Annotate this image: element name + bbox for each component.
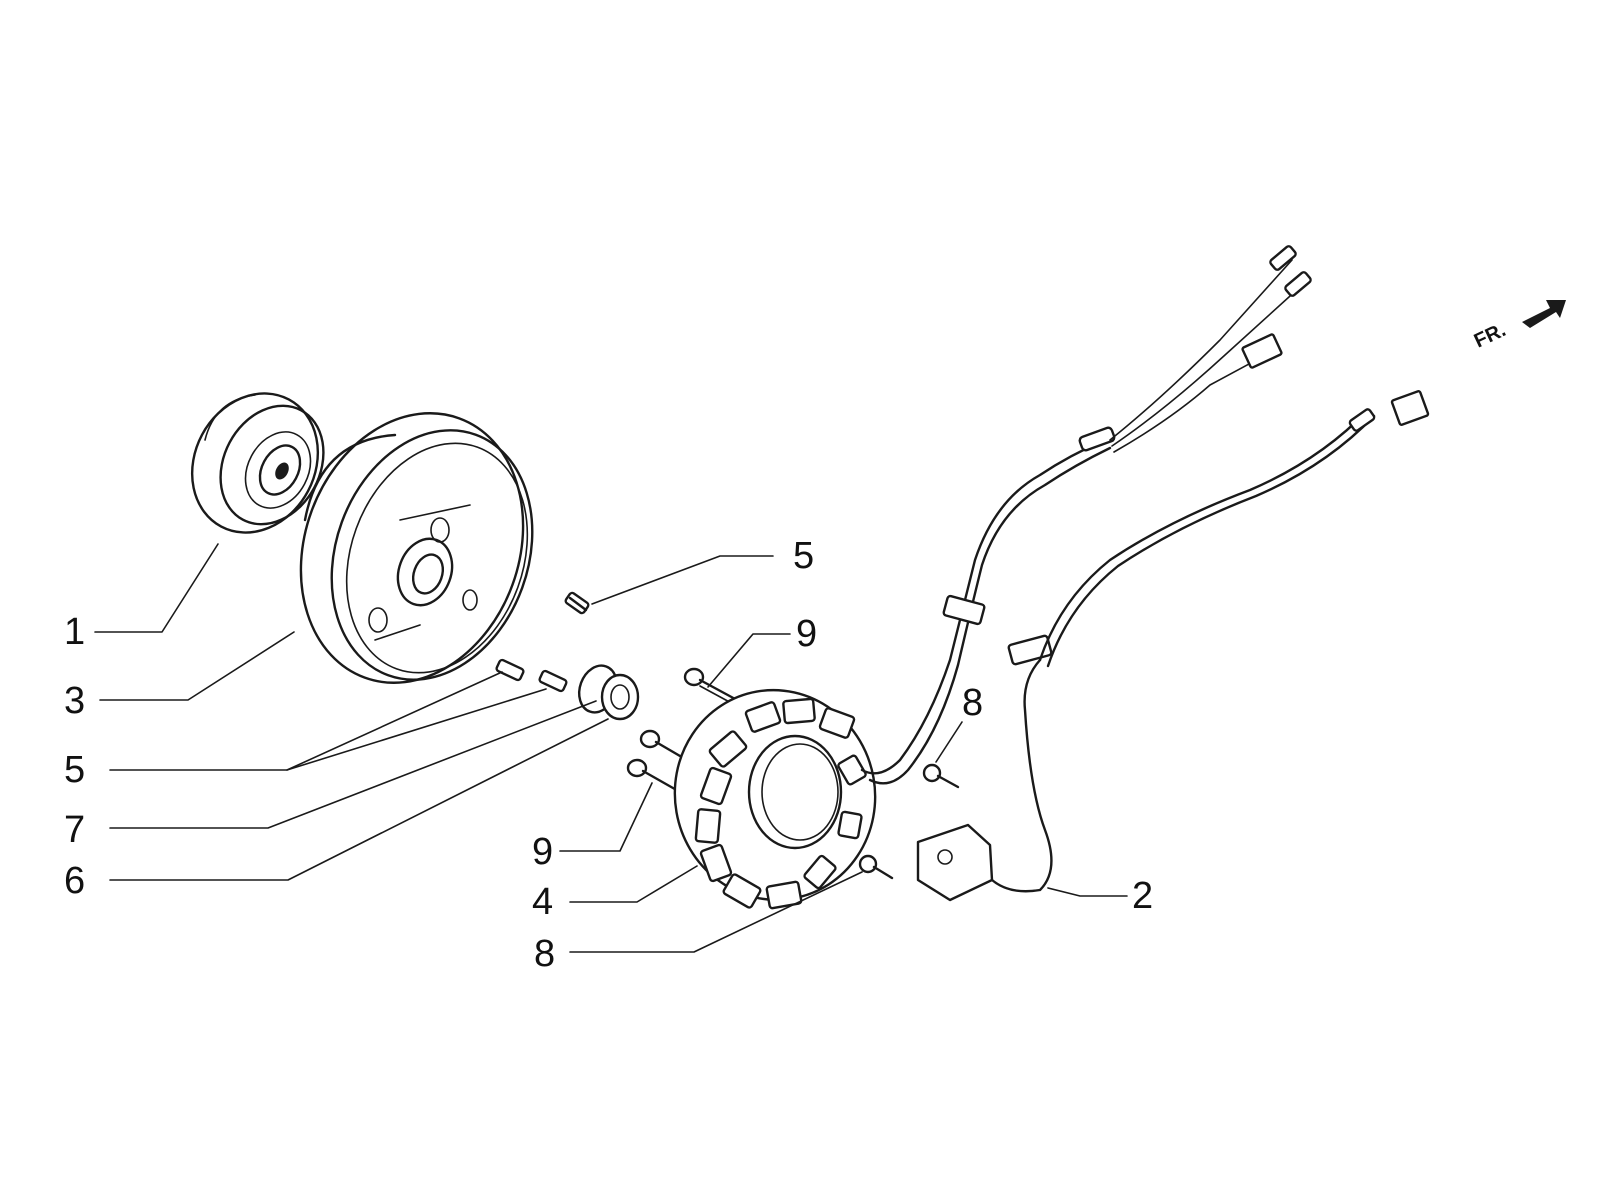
screw-8-lower	[858, 854, 894, 880]
callout-3: 3	[64, 680, 85, 722]
callout-labels: 1 3 5 5 7 6 9 9 4 8 8 2	[64, 535, 1153, 975]
part-1-hub	[190, 392, 325, 534]
part-4-stator	[673, 688, 877, 910]
callout-4: 4	[532, 881, 553, 923]
callout-5-upper: 5	[793, 535, 814, 577]
bolt-9-lower-b	[626, 758, 682, 794]
direction-label: FR.	[1471, 319, 1509, 353]
callout-9-lower: 9	[532, 831, 553, 873]
screw-5-upper	[564, 591, 590, 615]
callout-8-upper: 8	[962, 682, 983, 724]
callout-9-upper: 9	[796, 613, 817, 655]
callout-5-lower: 5	[64, 749, 85, 791]
callout-1: 1	[64, 611, 85, 653]
direction-indicator: FR.	[1471, 300, 1566, 353]
screw-5-lower-b	[538, 669, 568, 693]
part-3-flywheel	[299, 412, 534, 684]
callout-8-lower: 8	[534, 933, 555, 975]
part-2-pickup-coil	[916, 658, 1053, 902]
washer-7-nut-6	[577, 664, 640, 721]
callout-7: 7	[64, 809, 85, 851]
leader-lines	[94, 543, 1128, 953]
bolt-9-upper	[683, 667, 739, 706]
screw-5-lower-a	[495, 658, 525, 682]
callout-6: 6	[64, 860, 85, 902]
direction-arrow-icon	[1522, 300, 1566, 328]
screw-8-upper	[922, 763, 960, 789]
callout-2: 2	[1132, 875, 1153, 917]
wiring-harness	[860, 245, 1430, 785]
